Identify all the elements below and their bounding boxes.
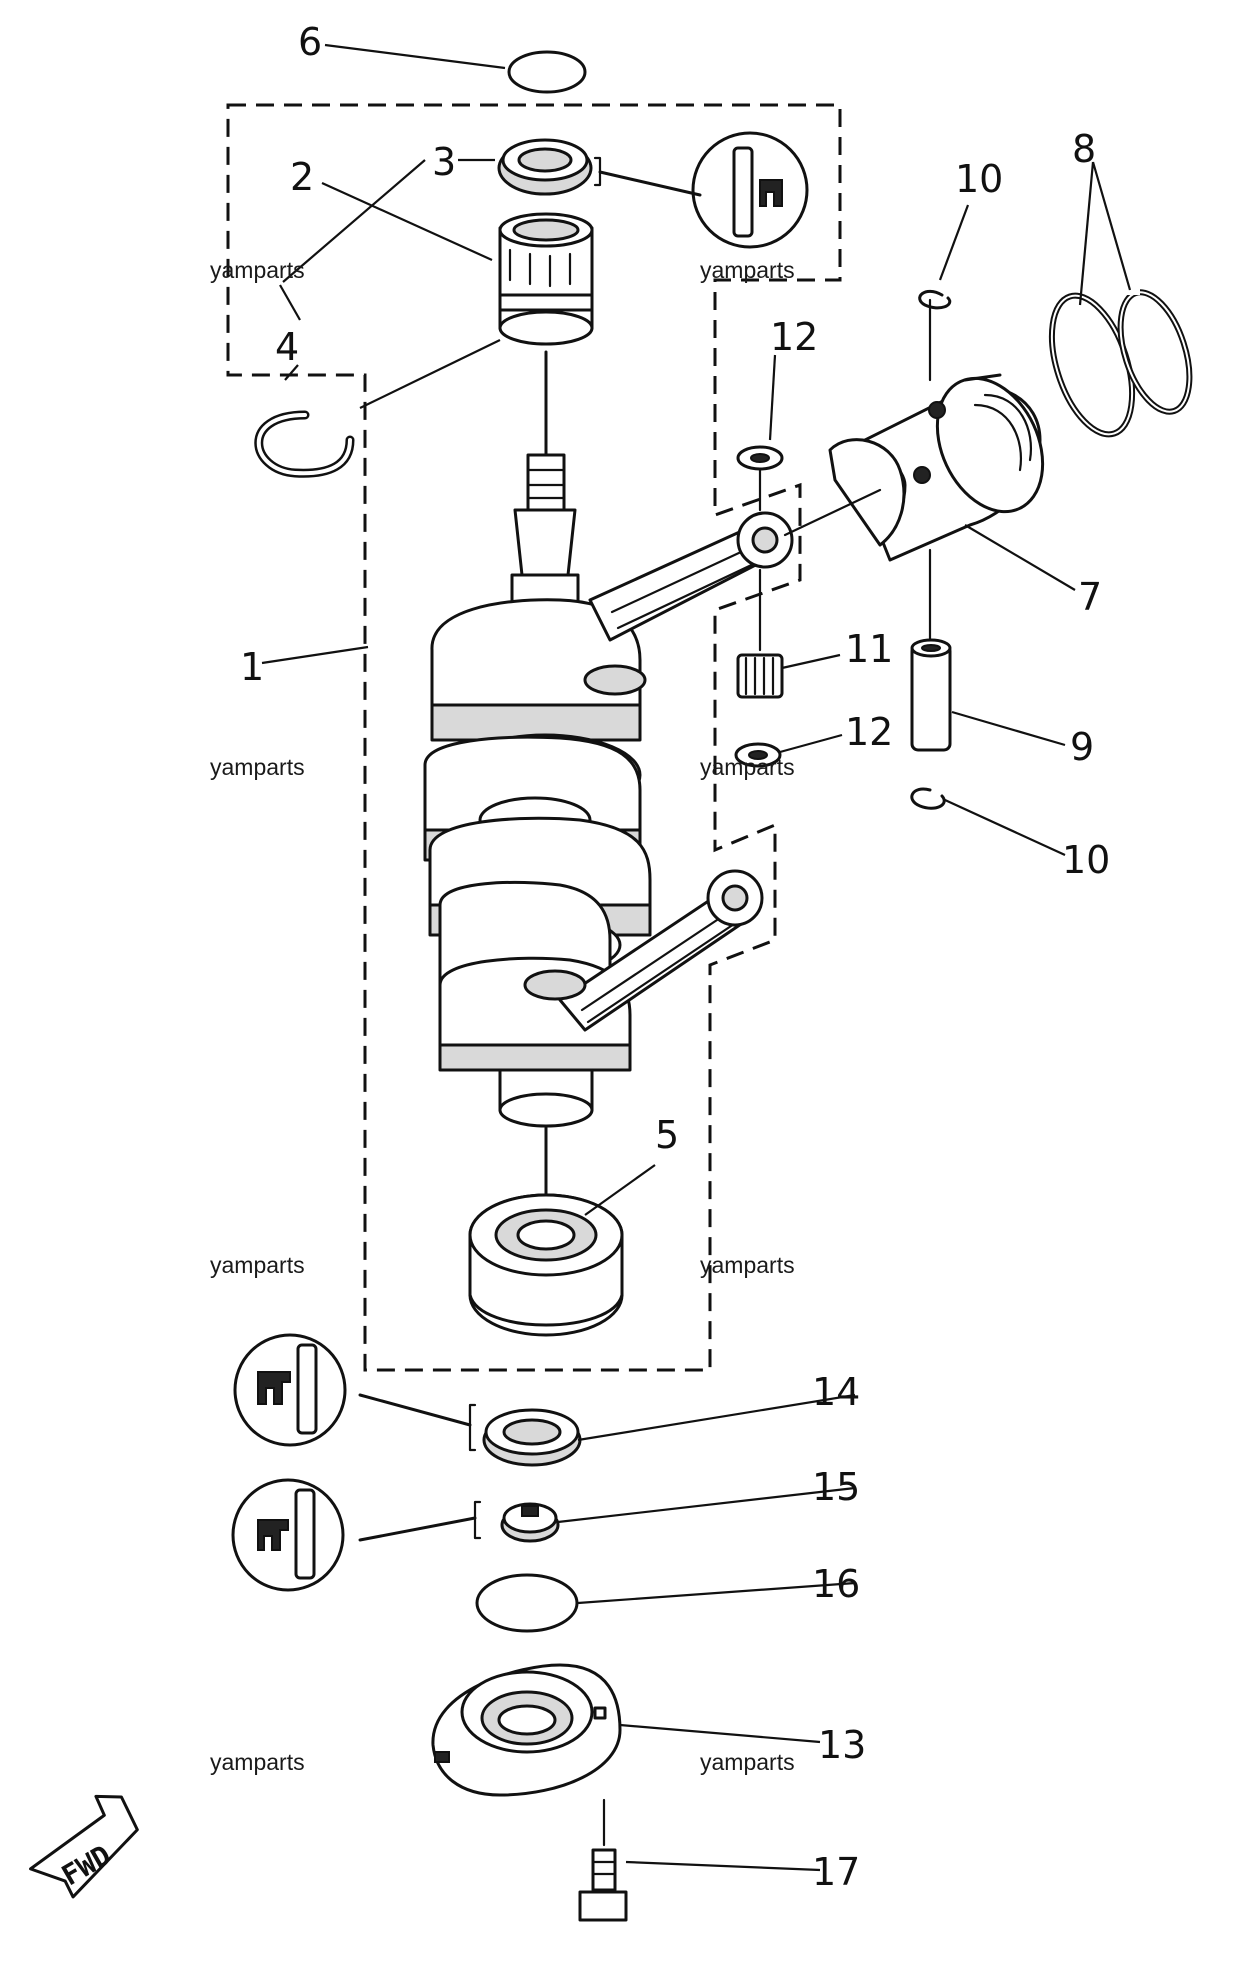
callout-11: 11: [845, 627, 893, 671]
callout-10-lower: 10: [1062, 838, 1110, 882]
part-9-piston-pin[interactable]: [910, 638, 952, 752]
callout-5: 5: [655, 1113, 679, 1157]
detail-circle-seal-15: [231, 1478, 482, 1592]
part-4-circlip[interactable]: [254, 410, 355, 478]
assembly-boundary: [226, 103, 842, 1372]
detail-circle-seal-14: [233, 1333, 477, 1452]
part-17-bolt[interactable]: [578, 1848, 628, 1922]
callout-14: 14: [812, 1370, 860, 1414]
watermark-text: yamparts: [700, 257, 795, 283]
part-10-clip-upper[interactable]: [918, 289, 952, 310]
part-6-o-ring[interactable]: [507, 50, 587, 94]
callout-15: 15: [812, 1465, 860, 1509]
fwd-arrow-icon: FWD: [29, 1794, 139, 1899]
callout-12-lower: 12: [845, 710, 893, 754]
part-12-washer-upper[interactable]: [736, 445, 784, 471]
callout-2: 2: [290, 155, 314, 199]
watermark-text: yamparts: [700, 1749, 795, 1775]
part-10-clip-lower[interactable]: [910, 787, 946, 810]
watermark-text: yamparts: [210, 754, 305, 780]
callout-10-upper: 10: [955, 157, 1003, 201]
detail-circle-seal-top: [593, 131, 809, 249]
watermark-text: yamparts: [700, 754, 795, 780]
callout-13: 13: [818, 1723, 866, 1767]
callout-7: 7: [1078, 575, 1102, 619]
leader-lines: [261, 43, 1132, 1872]
part-16-o-ring[interactable]: [475, 1573, 579, 1633]
part-3-oil-seal[interactable]: [497, 138, 593, 196]
callout-8: 8: [1072, 127, 1096, 171]
watermark-text: yamparts: [210, 1252, 305, 1278]
callout-17: 17: [812, 1850, 860, 1894]
watermarks: yamparts yamparts yamparts yamparts yamp…: [210, 257, 795, 1775]
part-7-piston[interactable]: [828, 361, 1063, 562]
part-1-crankshaft[interactable]: [423, 350, 794, 1222]
callout-12-upper: 12: [770, 315, 818, 359]
part-13-housing[interactable]: [431, 1663, 622, 1797]
part-5-ball-bearing[interactable]: [468, 1193, 624, 1337]
part-12-washer-lower[interactable]: [734, 742, 782, 768]
watermark-text: yamparts: [210, 1749, 305, 1775]
callout-16: 16: [812, 1562, 860, 1606]
callout-9: 9: [1070, 725, 1094, 769]
callout-1: 1: [240, 645, 264, 689]
watermark-text: yamparts: [210, 257, 305, 283]
part-14-oil-seal[interactable]: [482, 1408, 582, 1467]
callout-4: 4: [275, 325, 299, 369]
watermark-text: yamparts: [700, 1252, 795, 1278]
part-15-oil-seal[interactable]: [500, 1502, 560, 1543]
part-8-piston-rings[interactable]: [1036, 275, 1202, 444]
callout-3: 3: [432, 140, 456, 184]
part-2-bearing[interactable]: [498, 212, 594, 346]
callout-labels: 1 2 3 4 5 6 7 8 9 10 10 11 12 12 13 14 1…: [240, 20, 1110, 1894]
callout-6: 6: [298, 20, 322, 64]
part-11-needle-bearing[interactable]: [736, 653, 784, 699]
axis-line-rod: [783, 488, 882, 537]
